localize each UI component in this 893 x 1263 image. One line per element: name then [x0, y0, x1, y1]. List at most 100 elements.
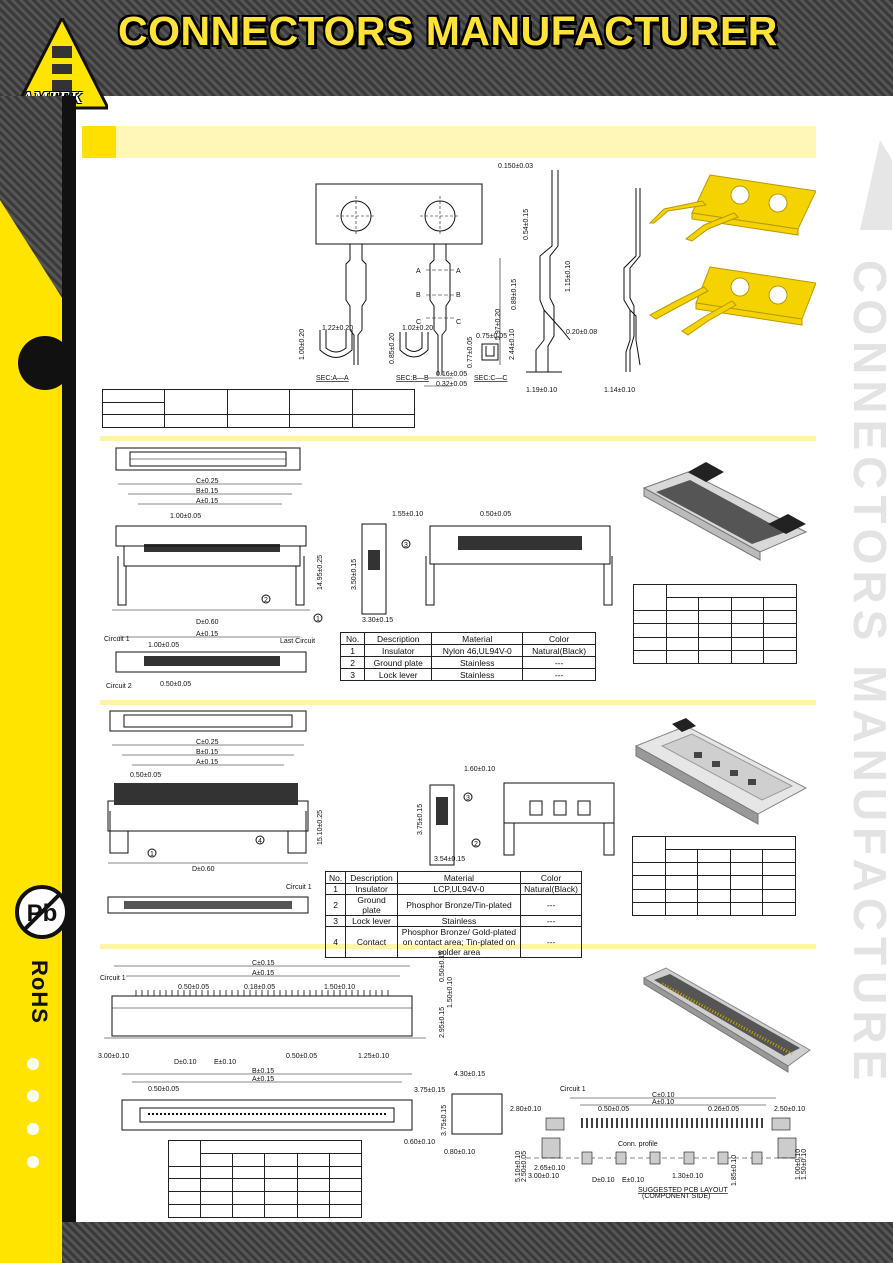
table-cell: [164, 414, 228, 428]
page-header: [0, 0, 893, 96]
table-cell: ---: [522, 656, 596, 669]
table-cell: [665, 610, 700, 625]
pcb-subcaption: (COMPONENT SIDE): [642, 1193, 710, 1200]
callout-number: 4: [258, 838, 262, 845]
dim-label: 0.50±0.05: [598, 1106, 629, 1113]
table-cell: [167, 1178, 202, 1193]
dim-label: A±0.10: [652, 1099, 674, 1106]
table-cell: [763, 597, 797, 612]
table-cell: [730, 610, 765, 625]
table-cell: Contact: [345, 926, 398, 958]
table-cell: [664, 862, 699, 877]
table-row: 3 Lock lever Stainless ---: [339, 668, 596, 681]
table-header: No. Description Material Color: [324, 871, 582, 884]
table-cell: [633, 583, 667, 612]
table-cell: [101, 401, 166, 416]
table-row: 2 Ground plate Stainless ---: [339, 656, 596, 669]
table-cell: Lock lever: [364, 668, 433, 681]
table-cell: Stainless: [431, 668, 524, 681]
column-header: Description: [345, 871, 398, 884]
table-cell: [698, 610, 732, 625]
column-header: No.: [324, 871, 347, 884]
bom-table: No. Description Material Color 1 Insulat…: [339, 632, 596, 681]
table-cell: [167, 1140, 202, 1167]
dim-label: 15.10±0.25: [317, 810, 324, 845]
callout-number: 1: [316, 616, 320, 623]
dim-label: E±0.10: [214, 1059, 236, 1066]
dim-label: 1.19±0.10: [526, 387, 557, 394]
dimension-table: [633, 583, 798, 665]
dim-label: C±0.15: [252, 960, 275, 967]
column-header: Color: [522, 632, 596, 645]
table-cell: Phosphor Bronze/Tin-plated: [396, 894, 522, 916]
bottom-stripe-band: [62, 1222, 893, 1263]
callout-number: 3: [404, 542, 408, 549]
left-black-rule: [62, 96, 76, 1263]
table-cell: [697, 875, 731, 890]
dim-label: 0.26±0.05: [708, 1106, 739, 1113]
dim-label: C±0.25: [196, 739, 219, 746]
dim-label: 0.50±0.05: [286, 1053, 317, 1060]
table-cell: [664, 888, 699, 903]
table-cell: [730, 597, 765, 612]
table-cell: [665, 649, 700, 665]
dim-label: 1.00±0.20: [299, 329, 306, 360]
dim-label: 1.14±0.10: [604, 387, 635, 394]
dim-label: B±0.15: [196, 488, 218, 495]
bom-table: No. Description Material Color 1 Insulat…: [324, 871, 582, 958]
black-dot: [18, 336, 72, 390]
table-cell: 2: [339, 656, 366, 669]
dim-label: 1.30±0.10: [672, 1173, 703, 1180]
table-cell: [296, 1165, 330, 1180]
table-cell: [200, 1178, 234, 1193]
dim-label: 1.00±0.05: [170, 513, 201, 520]
dim-label: A±0.15: [196, 631, 218, 638]
table-cell: [232, 1191, 266, 1206]
dim-label: A±0.15: [252, 1076, 274, 1083]
terminal-drawing: A A B B C C 0.16±0.05 0.32±0.05 1.22±0.2…: [299, 163, 641, 394]
dim-label: 2.50±0.05: [521, 1151, 528, 1182]
table-row: 2 Ground plate Phosphor Bronze/Tin-plate…: [324, 894, 582, 916]
dim-label: D±0.60: [192, 866, 215, 873]
connector-drawing-2: C±0.25 B±0.15 A±0.15 0.50±0.05 D±0.60 15…: [107, 710, 615, 914]
table-cell: [328, 1204, 363, 1218]
callout-number: 2: [474, 841, 478, 848]
table-cell: [232, 1165, 266, 1180]
table-cell: 1: [339, 644, 366, 657]
table-cell: [664, 875, 699, 890]
dim-label: 2.65±0.10: [534, 1165, 565, 1172]
table-cell: [729, 901, 764, 917]
dim-label: 0.89±0.15: [511, 279, 518, 310]
table-cell: [264, 1165, 298, 1180]
table-cell: [632, 875, 666, 890]
table-cell: [328, 1178, 363, 1193]
table-cell: [633, 610, 667, 625]
dim-label: 1.02±0.20: [402, 325, 433, 332]
dim-label: 14.95±0.25: [317, 555, 324, 590]
dim-label: 0.50±0.05: [160, 681, 191, 688]
table-cell: [232, 1178, 266, 1193]
table-cell: ---: [520, 894, 582, 916]
dim-label: 2.95±0.15: [439, 1007, 446, 1038]
table-cell: [289, 414, 353, 428]
dim-label: 1.60±0.10: [464, 766, 495, 773]
circuit-label: Circuit 1: [104, 636, 130, 643]
table-row: 1 Insulator LCP,UL94V-0 Natural(Black): [324, 883, 582, 895]
table-cell: [664, 901, 699, 917]
section-mark-c: C: [456, 319, 461, 326]
dim-label: B±0.15: [252, 1068, 274, 1075]
table-cell: 4: [324, 926, 347, 958]
dim-label: C±0.10: [652, 1092, 675, 1099]
table-cell: [698, 649, 732, 665]
table-row: 3 Lock lever Stainless ---: [324, 915, 582, 927]
callout-number: 3: [466, 795, 470, 802]
table-cell: [328, 1165, 363, 1180]
table-cell: [296, 1178, 330, 1193]
table-cell: [264, 1204, 298, 1218]
table-cell: [264, 1191, 298, 1206]
bullet-dot: [27, 1058, 39, 1070]
section-divider: [100, 700, 816, 705]
circuit-label: Circuit 1: [560, 1086, 586, 1093]
table-cell: [729, 875, 764, 890]
dim-label: 3.75±0.15: [441, 1105, 448, 1136]
